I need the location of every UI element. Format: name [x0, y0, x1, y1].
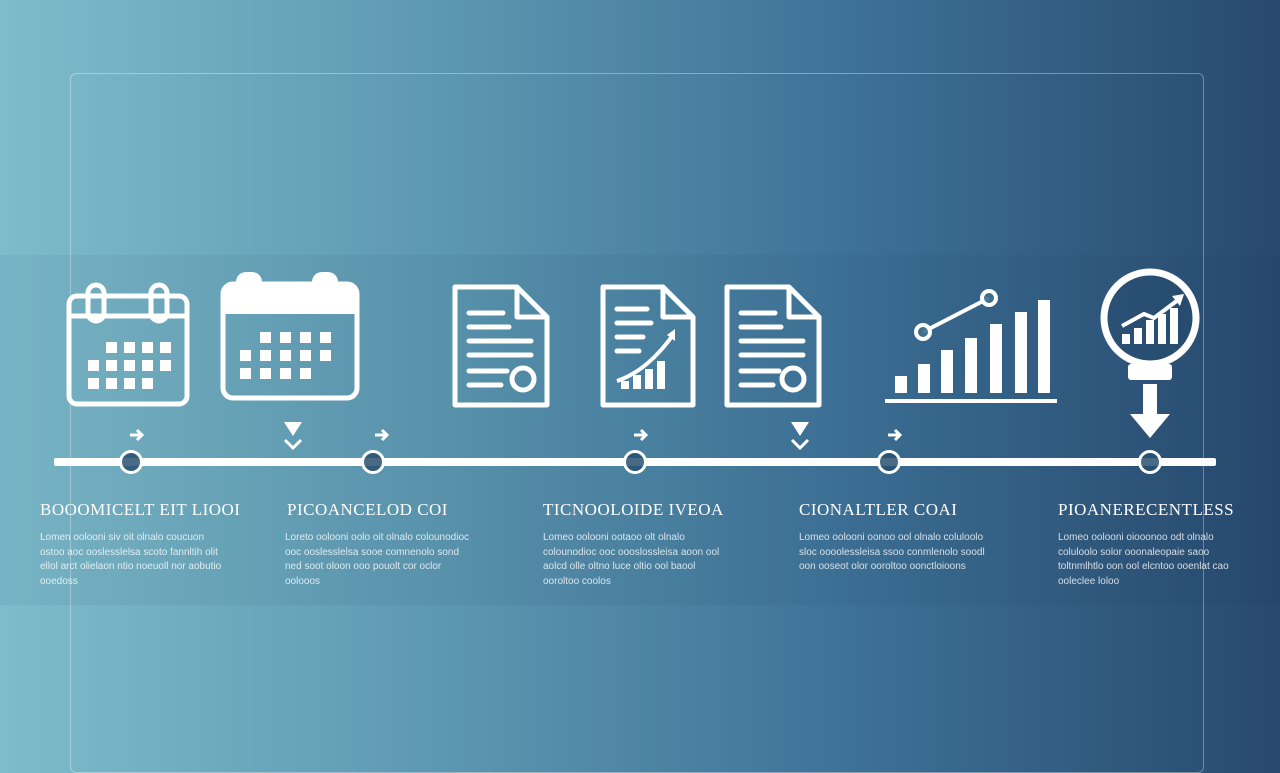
arrow-right-icon: [888, 428, 904, 442]
document-icon: [451, 283, 551, 409]
bar-chart-icon: [885, 288, 1060, 406]
timeline-node: [1138, 450, 1162, 474]
step-label: PICOANCELOD COI: [287, 500, 448, 519]
step-label: TICNOOLOIDE IVEOA: [543, 500, 724, 519]
step-label: CIONALTLER COAI: [799, 500, 958, 519]
timeline-node: [877, 450, 901, 474]
document-chart-icon: [599, 283, 697, 409]
chevron-down-icon: [282, 420, 304, 454]
arrow-right-icon: [634, 428, 650, 442]
timeline-node: [623, 450, 647, 474]
calendar-icon: [220, 270, 360, 402]
step-label: PIOANERECENTLESS: [1058, 500, 1235, 519]
step-description: Lomeo oolooni oiooonoo odt olnalo colulo…: [1058, 532, 1229, 587]
chevron-down-icon: [789, 420, 811, 454]
magnifier-chart-icon: [1098, 268, 1202, 440]
timeline-node: [119, 450, 143, 474]
step-description: Loreto oolooni oolo oit olnalo colounodi…: [285, 532, 470, 587]
arrow-right-icon: [375, 428, 391, 442]
step-description: Lomeo oolooni ootaoo olt olnalo colounod…: [543, 532, 720, 587]
step-label: BOOOMICELT EIT LIOOI: [40, 500, 241, 519]
step-description: Lomeo oolooni oonoo ool olnalo coluloolo…: [799, 532, 985, 572]
calendar-icon: [66, 282, 191, 408]
step-description: Lomen oolooni siv oit olnalo coucuon ost…: [40, 532, 222, 587]
timeline-band: [0, 255, 1280, 605]
arrow-right-icon: [130, 428, 146, 442]
document-icon: [723, 283, 823, 409]
timeline-node: [361, 450, 385, 474]
